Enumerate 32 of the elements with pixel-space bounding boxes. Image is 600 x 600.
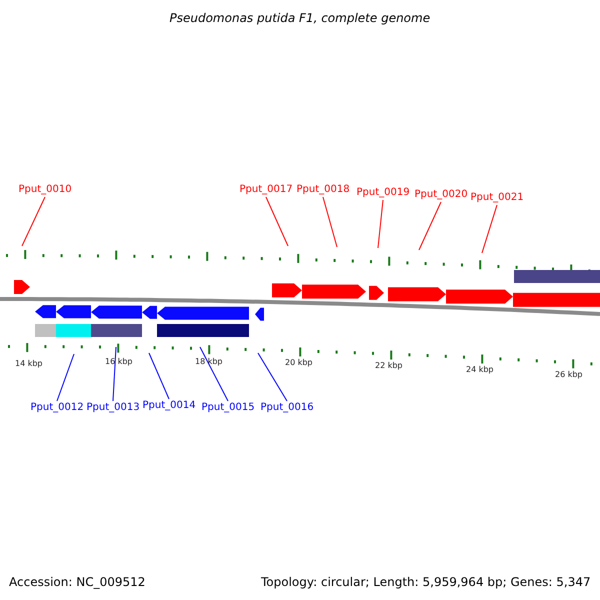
leader-line — [22, 196, 46, 246]
scale-label: 20 kbp — [285, 359, 313, 367]
gene-label: Pput_0014 — [142, 401, 196, 411]
scale-label: 18 kbp — [195, 358, 223, 366]
scale-label: 16 kbp — [105, 358, 133, 366]
gene-label: Pput_0015 — [202, 403, 255, 413]
gene-label: Pput_0012 — [30, 403, 84, 413]
leader-line — [418, 202, 442, 250]
leader-line — [112, 346, 116, 402]
gene-label: Pput_0021 — [470, 193, 524, 203]
leader-line — [482, 204, 498, 254]
scale-label: 24 kbp — [466, 366, 494, 374]
leader-line — [378, 200, 384, 248]
scale-label: 22 kbp — [375, 362, 403, 370]
gene-label: Pput_0020 — [414, 190, 468, 200]
leader-line — [258, 352, 288, 402]
leader-line — [266, 196, 288, 246]
gene-label: Pput_0016 — [260, 403, 314, 413]
gene-label: Pput_0018 — [296, 185, 350, 195]
leader-line — [148, 352, 170, 400]
scale-label: 26 kbp — [555, 371, 583, 379]
accession-text: Accession: NC_009512 — [9, 576, 146, 588]
genome-summary-text: Topology: circular; Length: 5,959,964 bp; Genes: 5,347 — [261, 576, 591, 588]
gene-label: Pput_0017 — [240, 185, 293, 195]
leader-line — [322, 196, 338, 248]
chart-title: Pseudomonas putida F1, complete genome — [170, 12, 430, 24]
gene-label: Pput_0010 — [18, 185, 72, 195]
scale-label: 14 kbp — [15, 360, 43, 368]
leader-line — [56, 354, 74, 402]
gene-label: Pput_0013 — [86, 403, 140, 413]
gene-label: Pput_0019 — [356, 188, 410, 198]
leader-line — [200, 346, 228, 402]
